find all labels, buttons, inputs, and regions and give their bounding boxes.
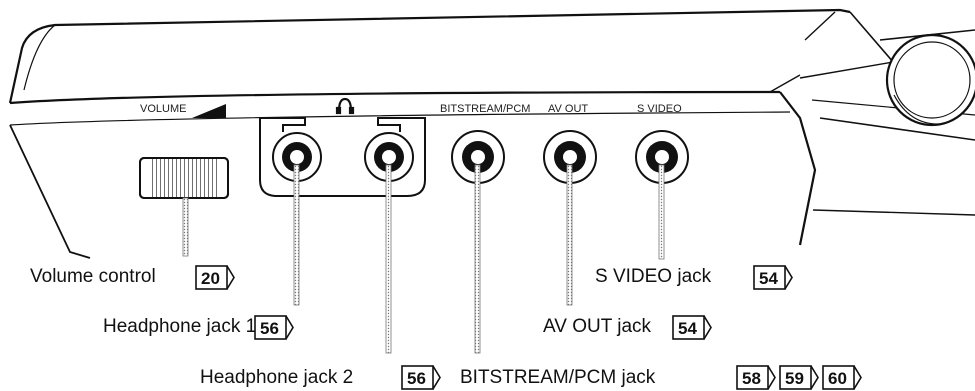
volume-wheel xyxy=(139,157,229,199)
bitstream-ref-2: 59 xyxy=(779,365,819,390)
leader-headphone-2 xyxy=(385,164,392,354)
headphone-bracket xyxy=(259,117,426,197)
leader-av-out xyxy=(566,164,573,306)
hinge-cylinder xyxy=(849,11,975,127)
headphone-icon xyxy=(335,97,355,115)
volume-control-ref: 20 xyxy=(195,265,235,290)
ref-number: 56 xyxy=(407,369,426,388)
headphone-jack-2-callout: Headphone jack 2 xyxy=(200,367,353,388)
headphone-jack-2-ref: 56 xyxy=(401,365,441,390)
bitstream-jack xyxy=(451,130,505,184)
headphone-jack-2 xyxy=(364,132,414,182)
ref-number: 60 xyxy=(828,369,847,388)
bitstream-callout: BITSTREAM/PCM jack xyxy=(460,367,656,388)
bitstream-label: BITSTREAM/PCM xyxy=(440,103,530,115)
leader-s-video xyxy=(658,164,665,260)
av-out-jack xyxy=(543,130,597,184)
av-out-ref: 54 xyxy=(672,315,712,340)
headphone-jack-1 xyxy=(272,132,322,182)
ref-number: 20 xyxy=(201,269,220,288)
s-video-ref: 54 xyxy=(753,265,793,290)
volume-control-callout: Volume control xyxy=(30,266,156,287)
av-out-callout: AV OUT jack xyxy=(543,316,652,337)
volume-ramp-icon xyxy=(192,104,226,118)
leader-bitstream xyxy=(474,164,481,354)
ref-number: 58 xyxy=(742,369,761,388)
leader-volume xyxy=(182,197,189,257)
ref-number: 56 xyxy=(260,319,279,338)
volume-label: VOLUME xyxy=(140,103,186,115)
leader-headphone-1 xyxy=(293,164,300,306)
ref-number: 54 xyxy=(678,319,697,338)
device-body xyxy=(8,8,975,259)
ref-number: 54 xyxy=(759,269,778,288)
bitstream-ref-3: 60 xyxy=(822,365,862,390)
s-video-jack xyxy=(635,130,689,184)
headphone-jack-1-ref: 56 xyxy=(254,315,294,340)
leader-lines xyxy=(182,164,665,354)
headphone-jack-1-callout: Headphone jack 1 xyxy=(103,316,256,337)
av-out-label: AV OUT xyxy=(548,103,588,115)
bitstream-ref-1: 58 xyxy=(736,365,776,390)
s-video-callout: S VIDEO jack xyxy=(595,266,712,287)
ref-number: 59 xyxy=(785,369,804,388)
s-video-label: S VIDEO xyxy=(637,103,682,115)
